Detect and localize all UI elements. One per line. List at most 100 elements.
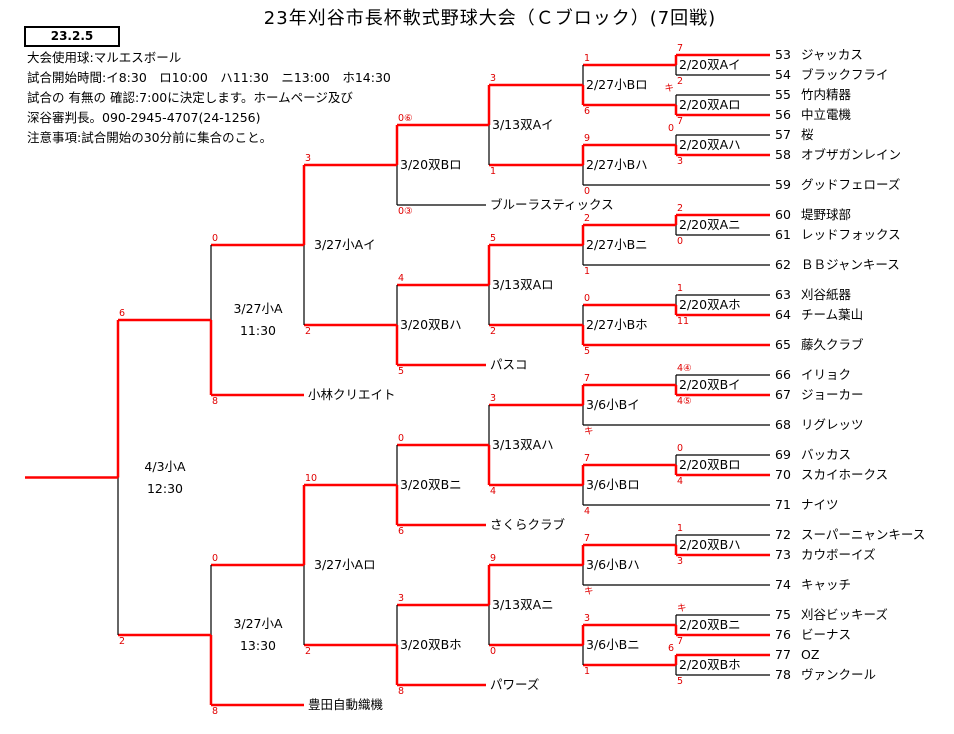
match-time: 11:30 xyxy=(239,323,277,338)
team-name: ナイツ xyxy=(801,497,839,512)
score-bottom: 8 xyxy=(398,686,405,697)
score-bottom: 7 xyxy=(677,116,684,127)
team-number: 71 xyxy=(775,497,791,512)
match-label: 3/20双Bハ xyxy=(400,317,462,332)
score-bottom: 2 xyxy=(119,636,126,647)
team-number: 54 xyxy=(775,67,791,82)
score-bottom: 0③ xyxy=(398,206,413,217)
match-label: 2/20双Bニ xyxy=(679,617,741,632)
team-number: 57 xyxy=(775,127,791,142)
team-name: キャッチ xyxy=(801,577,852,592)
team-name: OZ xyxy=(801,647,820,662)
match-label: 2/20双Aニ xyxy=(679,217,741,232)
seeded-team-name: ブルーラスティックス xyxy=(490,197,614,212)
info-ball: 大会使用球:マルエスボール xyxy=(27,50,182,65)
score-top: 5 xyxy=(490,233,497,244)
match-label: 3/27小A xyxy=(233,301,283,316)
score-top: 3 xyxy=(584,613,591,624)
score-bottom: 0 xyxy=(490,646,497,657)
match-label: 3/20双Bニ xyxy=(400,477,462,492)
score-bottom: 4 xyxy=(677,476,684,487)
team-number: 77 xyxy=(775,647,791,662)
info-start-times: 試合開始時間:イ8:30 ロ10:00 ハ11:30 ニ13:00 ホ14:30 xyxy=(27,70,391,85)
team-name: スカイホークス xyxy=(801,467,889,482)
match-label: 3/27小A xyxy=(233,616,283,631)
seeded-team-name: さくらクラブ xyxy=(490,517,566,532)
score-top: 2 xyxy=(584,213,591,224)
match-label: 2/20双Bロ xyxy=(679,457,741,472)
team-number: 70 xyxy=(775,467,791,482)
info-confirmation: 試合の 有無の 確認:7:00に決定します。ホームページ及び xyxy=(27,90,353,105)
score-bottom: 11 xyxy=(677,316,690,327)
score-top: 7 xyxy=(584,533,591,544)
match-label: 3/6小Bハ xyxy=(586,557,640,572)
team-number: 59 xyxy=(775,177,791,192)
team-name: 桜 xyxy=(801,127,814,142)
score-bottom: 7 xyxy=(677,636,684,647)
team-name: ヴァンクール xyxy=(801,667,877,682)
team-number: 76 xyxy=(775,627,791,642)
match-label: 2/27小Bロ xyxy=(586,77,648,92)
score-top: 1 xyxy=(677,523,684,534)
score-bottom: 4 xyxy=(584,506,591,517)
score-bottom: 5 xyxy=(677,676,684,687)
team-name: グッドフェローズ xyxy=(801,177,901,192)
match-label: 2/20双Aハ xyxy=(679,137,741,152)
team-name: オブザガンレイン xyxy=(801,147,902,162)
team-number: 60 xyxy=(775,207,791,222)
score-bottom: 6 xyxy=(584,106,591,117)
score-top: 3 xyxy=(305,153,312,164)
score-bottom: 1 xyxy=(490,166,497,177)
score-top: 7 xyxy=(584,453,591,464)
seeded-team-name: パスコ xyxy=(490,357,528,372)
score-top: 0⑥ xyxy=(398,113,413,124)
score-top: 1 xyxy=(677,283,684,294)
score-top: 4 xyxy=(398,273,405,284)
seeded-team-name: パワーズ xyxy=(490,677,540,692)
team-number: 64 xyxy=(775,307,791,322)
match-label: 2/20双Bホ xyxy=(679,657,741,672)
match-label: 3/13双Aニ xyxy=(492,597,554,612)
team-number: 78 xyxy=(775,667,791,682)
team-number: 68 xyxy=(775,417,791,432)
score-bottom: 0 xyxy=(677,236,684,247)
score-bottom: 8 xyxy=(212,396,219,407)
score-bottom: キ xyxy=(584,426,594,437)
match-label: 3/6小Bイ xyxy=(586,397,640,412)
score-bottom: 2 xyxy=(305,326,312,337)
score-bottom: 3 xyxy=(677,556,684,567)
team-name: リグレッツ xyxy=(801,417,864,432)
info-notes: 注意事項:試合開始の30分前に集合のこと。 xyxy=(27,130,273,145)
match-label: 2/27小Bホ xyxy=(586,317,648,332)
score-bottom: 0 xyxy=(584,186,591,197)
team-name: ジャッカス xyxy=(801,47,863,62)
team-number: 74 xyxy=(775,577,791,592)
match-label: 2/20双Aロ xyxy=(679,97,741,112)
score-top: 1 xyxy=(584,53,591,64)
info-umpire-contact: 深谷審判長。090-2945-4707(24-1256) xyxy=(27,110,261,125)
score-bottom: 4⑤ xyxy=(677,396,692,407)
match-time: 13:30 xyxy=(239,638,277,653)
score-top: 10 xyxy=(305,473,318,484)
match-label: 3/6小Bニ xyxy=(586,637,640,652)
team-number: 58 xyxy=(775,147,791,162)
score-top: 0 xyxy=(667,123,674,134)
team-number: 69 xyxy=(775,447,791,462)
team-name: ジョーカー xyxy=(801,387,864,402)
score-top: 7 xyxy=(584,373,591,384)
score-bottom: キ xyxy=(584,586,594,597)
team-name: レッドフォックス xyxy=(801,227,901,242)
match-label: 4/3小A xyxy=(144,458,186,474)
match-label: 2/20双Bハ xyxy=(679,537,741,552)
team-number: 53 xyxy=(775,47,791,62)
match-label: 3/20双Bロ xyxy=(400,157,462,172)
team-name: チーム葉山 xyxy=(801,307,864,322)
score-top: 0 xyxy=(584,293,591,304)
score-bottom: 3 xyxy=(677,156,684,167)
score-bottom: 2 xyxy=(490,326,497,337)
team-name: スーパーニャンキース xyxy=(801,527,926,542)
match-label: 3/13双Aハ xyxy=(492,437,554,452)
score-top: キ xyxy=(664,83,674,94)
team-number: 75 xyxy=(775,607,791,622)
score-top: 3 xyxy=(398,593,405,604)
